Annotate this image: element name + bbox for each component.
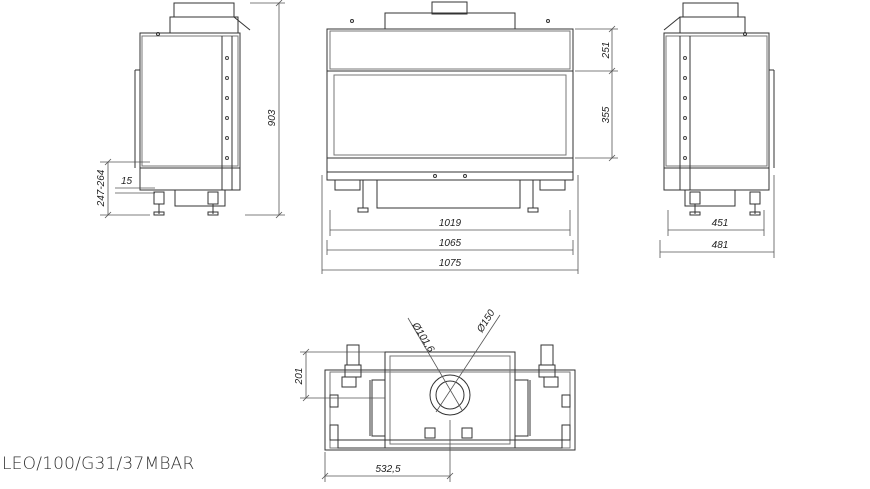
side-view-right (659, 2, 775, 258)
dim-top-height: 201 (294, 368, 305, 386)
dim-left-height: 903 (267, 109, 278, 126)
dim-front-top: 251 (601, 42, 612, 60)
dim-left-small: 15 (121, 176, 133, 187)
dim-front-width-1: 1019 (439, 218, 462, 229)
dim-right-depth-2: 481 (712, 240, 729, 251)
dim-left-floor-range: 247-264 (96, 169, 107, 207)
dim-front-width-3: 1075 (439, 258, 462, 269)
dim-front-width-2: 1065 (439, 238, 462, 249)
top-view (300, 314, 576, 482)
side-view-left (100, 0, 285, 219)
dim-top-flue-outer: Ø150 (475, 308, 498, 336)
dim-right-depth-1: 451 (712, 218, 729, 229)
front-view (321, 1, 618, 274)
dim-front-window: 355 (601, 106, 612, 123)
dim-top-flue-inner: Ø101,6 (409, 320, 436, 355)
model-name: LEO/100/G31/37MBAR (2, 454, 195, 474)
dim-top-center: 532,5 (375, 464, 400, 475)
